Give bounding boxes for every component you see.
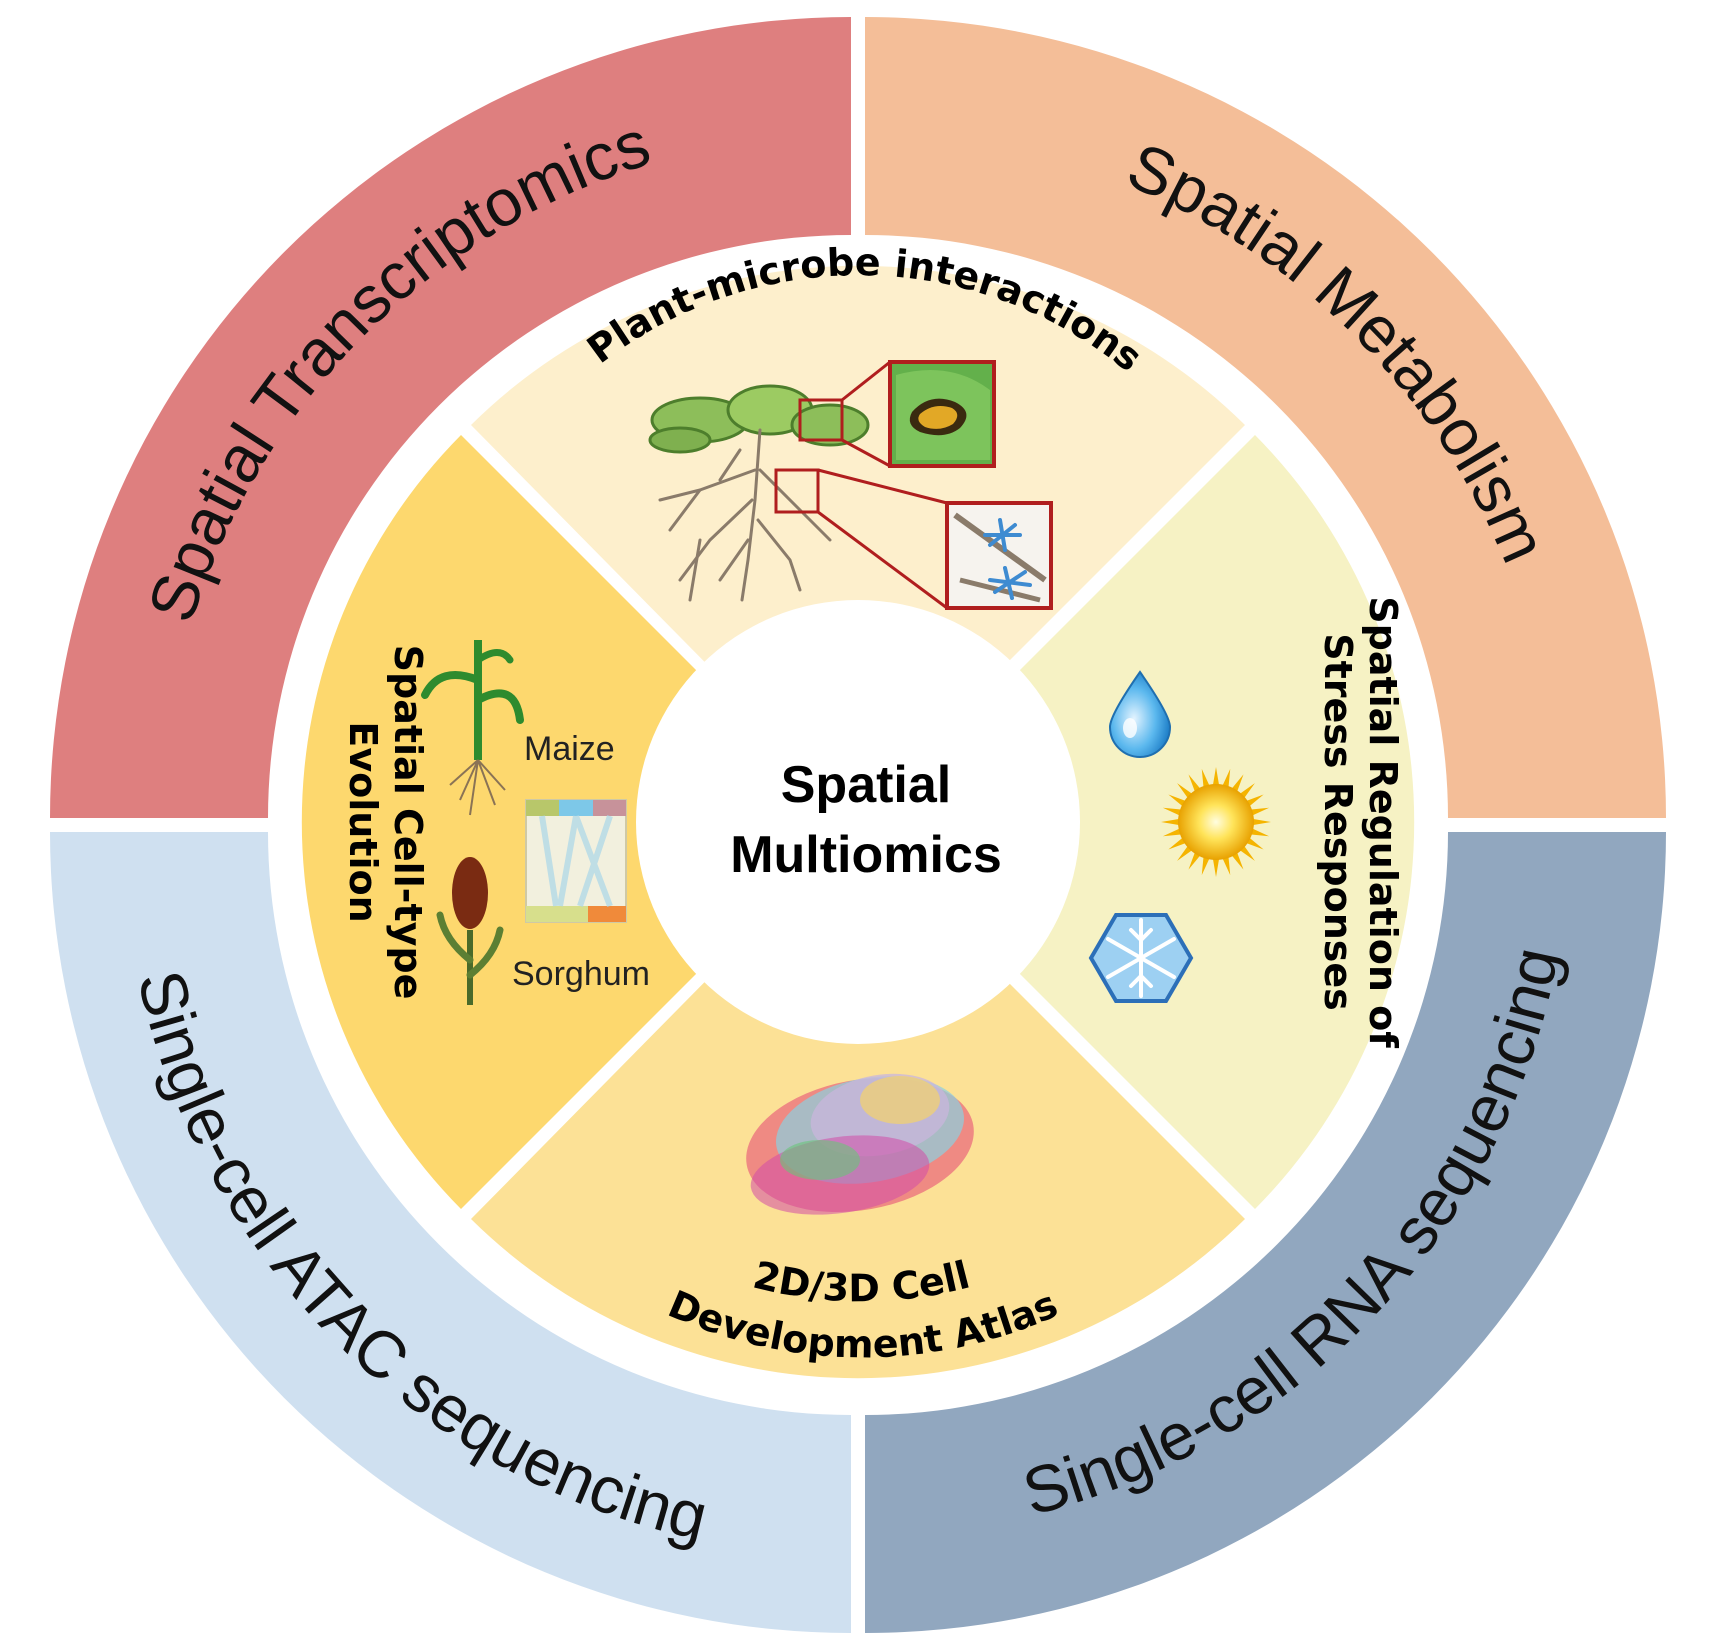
inner-quadrant-cell-type-evolution xyxy=(301,435,744,1209)
sun-ray xyxy=(1251,818,1271,826)
sorghum-icon xyxy=(436,857,504,1005)
sun-ray xyxy=(1162,807,1183,816)
sun-ray xyxy=(1212,767,1220,787)
sorghum-label: Sorghum xyxy=(512,955,650,993)
center-circle xyxy=(636,600,1080,1044)
root-highlight-box xyxy=(774,468,820,514)
plant-roots-icon xyxy=(648,384,870,602)
outer-quadrant-spatial-metabolism xyxy=(865,17,1666,818)
sun-ray xyxy=(1239,845,1255,861)
leaf-lesion-icon xyxy=(888,360,996,468)
sun-ray xyxy=(1249,828,1270,837)
sun-ray xyxy=(1177,845,1193,861)
sun-ray xyxy=(1161,818,1181,826)
sun-ray xyxy=(1162,828,1183,837)
sun-ray xyxy=(1245,837,1264,850)
sun-ray xyxy=(1231,774,1244,793)
sun-ray xyxy=(1212,857,1220,877)
sun-ray xyxy=(1249,807,1270,816)
sun-icon xyxy=(1161,767,1271,877)
leaf-highlight-box xyxy=(798,398,844,442)
center-title-line2: Multiomics xyxy=(730,826,1002,884)
sun-ray xyxy=(1239,783,1255,799)
sun-ray xyxy=(1177,783,1193,799)
sun-ray xyxy=(1222,768,1231,789)
stress-label-line1: Spatial Regulation of xyxy=(1361,596,1405,1048)
sun-ray xyxy=(1188,774,1201,793)
sun-ray xyxy=(1201,855,1210,876)
snowflake-icon xyxy=(1088,913,1194,1003)
tissue-atlas-icon xyxy=(746,1073,974,1215)
cell-alignment-icon xyxy=(525,799,627,923)
outer-quadrant-single-cell-atac xyxy=(50,832,851,1633)
sun-ray xyxy=(1188,851,1201,870)
evolution-label-line1: Spatial Cell-type xyxy=(386,645,430,1000)
water-drop-icon xyxy=(1108,670,1172,758)
sun-ray xyxy=(1222,855,1231,876)
sun-ray xyxy=(1201,768,1210,789)
sun-ray xyxy=(1168,794,1187,807)
root-microbe-icon xyxy=(945,501,1053,610)
sun-ray xyxy=(1168,837,1187,850)
evolution-label-line2: Evolution xyxy=(341,721,385,922)
stress-label-line2: Stress Responses xyxy=(1316,633,1360,1011)
outer-quadrant-spatial-transcriptomics xyxy=(50,17,851,818)
maize-icon xyxy=(421,640,524,816)
sun-ray xyxy=(1231,851,1244,870)
center-title-line1: Spatial xyxy=(781,756,952,814)
maize-label: Maize xyxy=(524,730,615,768)
sun-ray xyxy=(1245,794,1264,807)
outer-quadrant-single-cell-rna xyxy=(865,832,1666,1633)
